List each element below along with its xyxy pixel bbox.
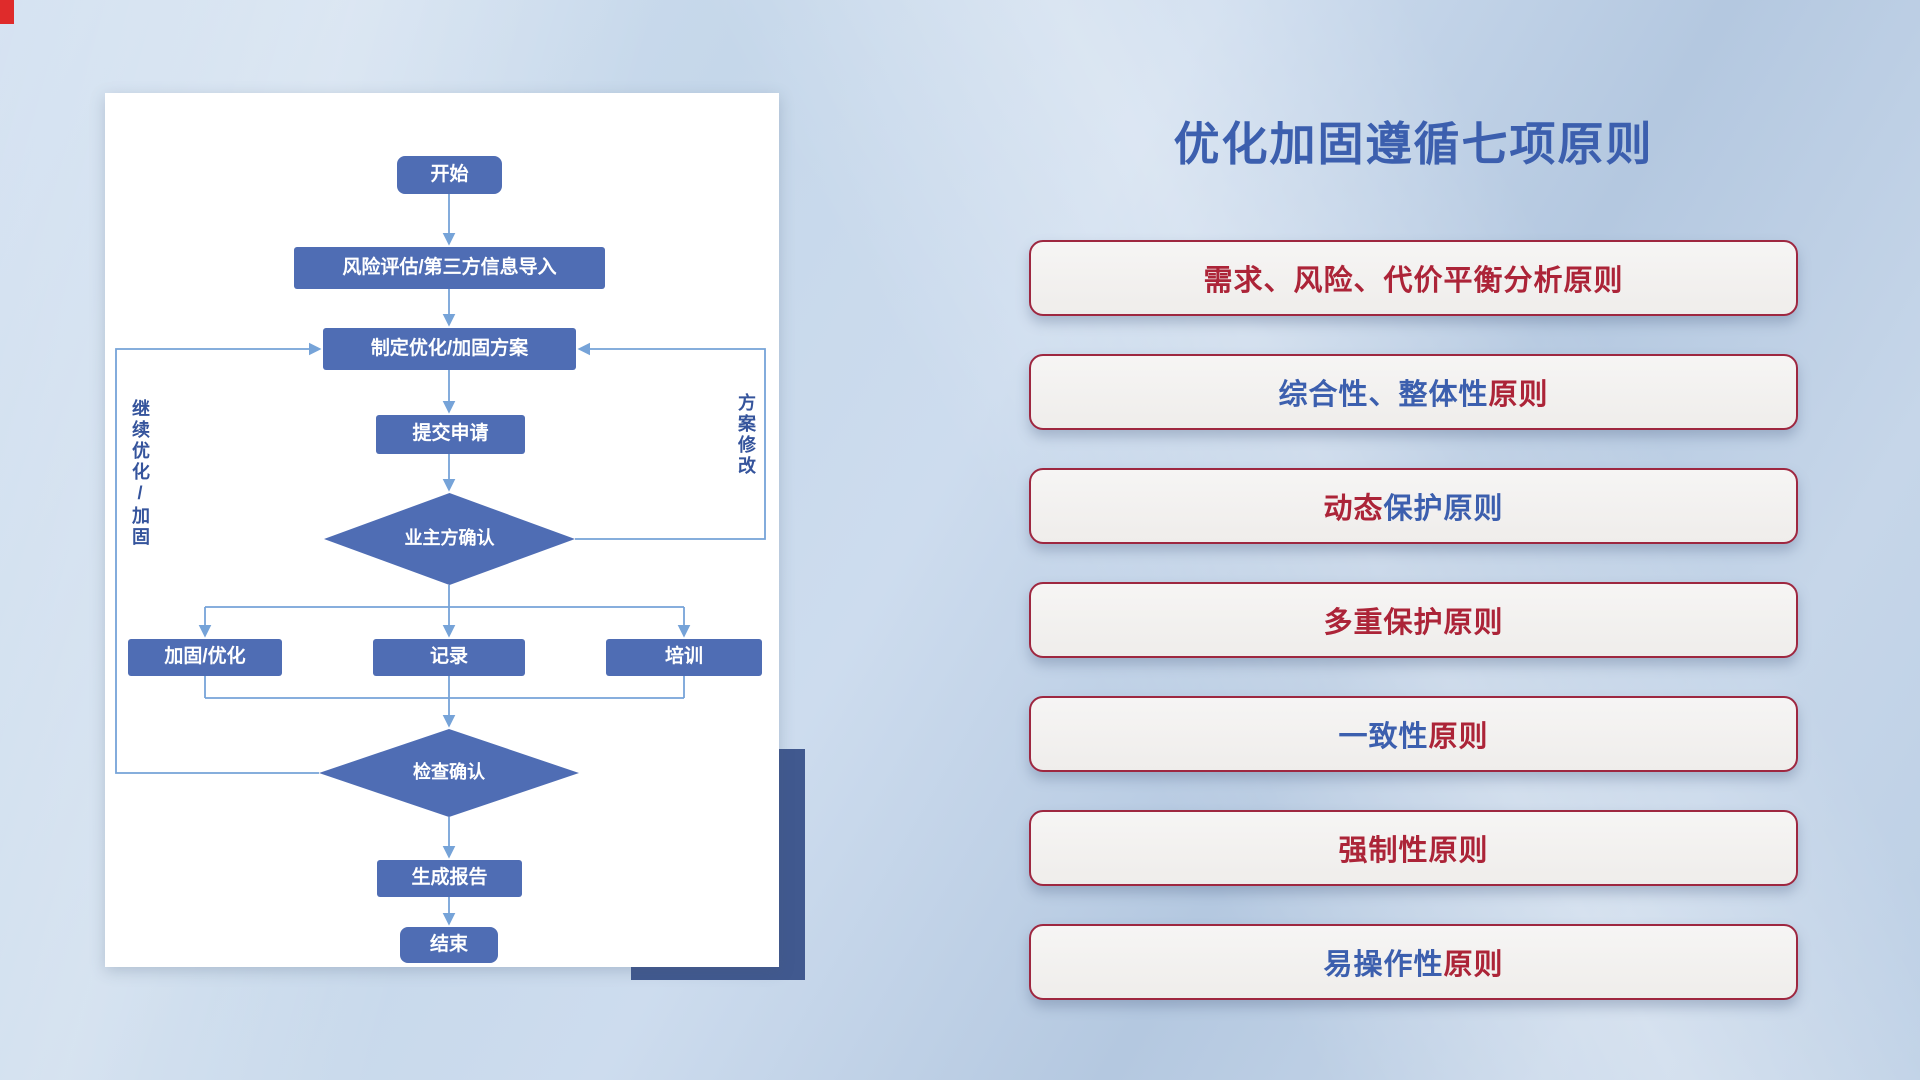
principle-text: 一致性 bbox=[1338, 721, 1429, 753]
principles-list: 需求、风险、代价平衡分析原则 综合性、整体性原则 动态保护原则 多重保护原则 一… bbox=[1029, 240, 1798, 1000]
principle-text: 动态 bbox=[1323, 493, 1384, 525]
flow-node-submit: 提交申请 bbox=[376, 415, 525, 454]
principle-row-6: 强制性原则 bbox=[1029, 810, 1798, 886]
principle-row-5: 一致性原则 bbox=[1029, 696, 1798, 772]
flow-node-make-plan: 制定优化/加固方案 bbox=[323, 328, 576, 370]
principle-row-1: 需求、风险、代价平衡分析原则 bbox=[1029, 240, 1798, 316]
principle-row-4: 多重保护原则 bbox=[1029, 582, 1798, 658]
principle-text: 原则 bbox=[1443, 949, 1504, 981]
flow-node-check-confirm: 检查确认 bbox=[319, 729, 579, 817]
flow-connector-lines bbox=[115, 194, 766, 926]
principle-text: 易操作性 bbox=[1323, 949, 1444, 981]
principle-row-7: 易操作性原则 bbox=[1029, 924, 1798, 1000]
flowchart-card: 开始 风险评估/第三方信息导入 制定优化/加固方案 提交申请 业主方确认 加固/… bbox=[105, 93, 779, 967]
page-title: 优化加固遵循七项原则 bbox=[1173, 118, 1654, 170]
principle-row-3: 动态保护原则 bbox=[1029, 468, 1798, 544]
flow-node-start: 开始 bbox=[397, 156, 502, 194]
flow-node-reinforce: 加固/优化 bbox=[128, 639, 282, 676]
principle-text: 强制性原则 bbox=[1338, 835, 1489, 867]
principle-text: 需求、风险、代价平衡分析原则 bbox=[1203, 265, 1624, 297]
corner-mark bbox=[0, 0, 14, 24]
flow-node-owner-confirm-label: 业主方确认 bbox=[404, 528, 495, 549]
principle-text: 原则 bbox=[1488, 379, 1549, 411]
principle-text: 多重保护原则 bbox=[1323, 607, 1504, 639]
principle-text: 保护原则 bbox=[1383, 493, 1504, 525]
flow-node-training: 培训 bbox=[606, 639, 762, 676]
flow-node-record: 记录 bbox=[373, 639, 525, 676]
flow-node-report: 生成报告 bbox=[377, 860, 522, 897]
principle-text: 综合性、整体性 bbox=[1278, 379, 1489, 411]
flow-node-risk-import: 风险评估/第三方信息导入 bbox=[294, 247, 605, 289]
loop-label-plan-revise: 方案修改 bbox=[736, 393, 756, 477]
flow-node-end: 结束 bbox=[400, 927, 498, 963]
loop-label-continue-optimize: 继续优化/加固 bbox=[130, 399, 150, 548]
flow-node-check-confirm-label: 检查确认 bbox=[413, 762, 485, 783]
principle-row-2: 综合性、整体性原则 bbox=[1029, 354, 1798, 430]
principle-text: 原则 bbox=[1428, 721, 1489, 753]
flow-node-owner-confirm: 业主方确认 bbox=[324, 493, 575, 585]
